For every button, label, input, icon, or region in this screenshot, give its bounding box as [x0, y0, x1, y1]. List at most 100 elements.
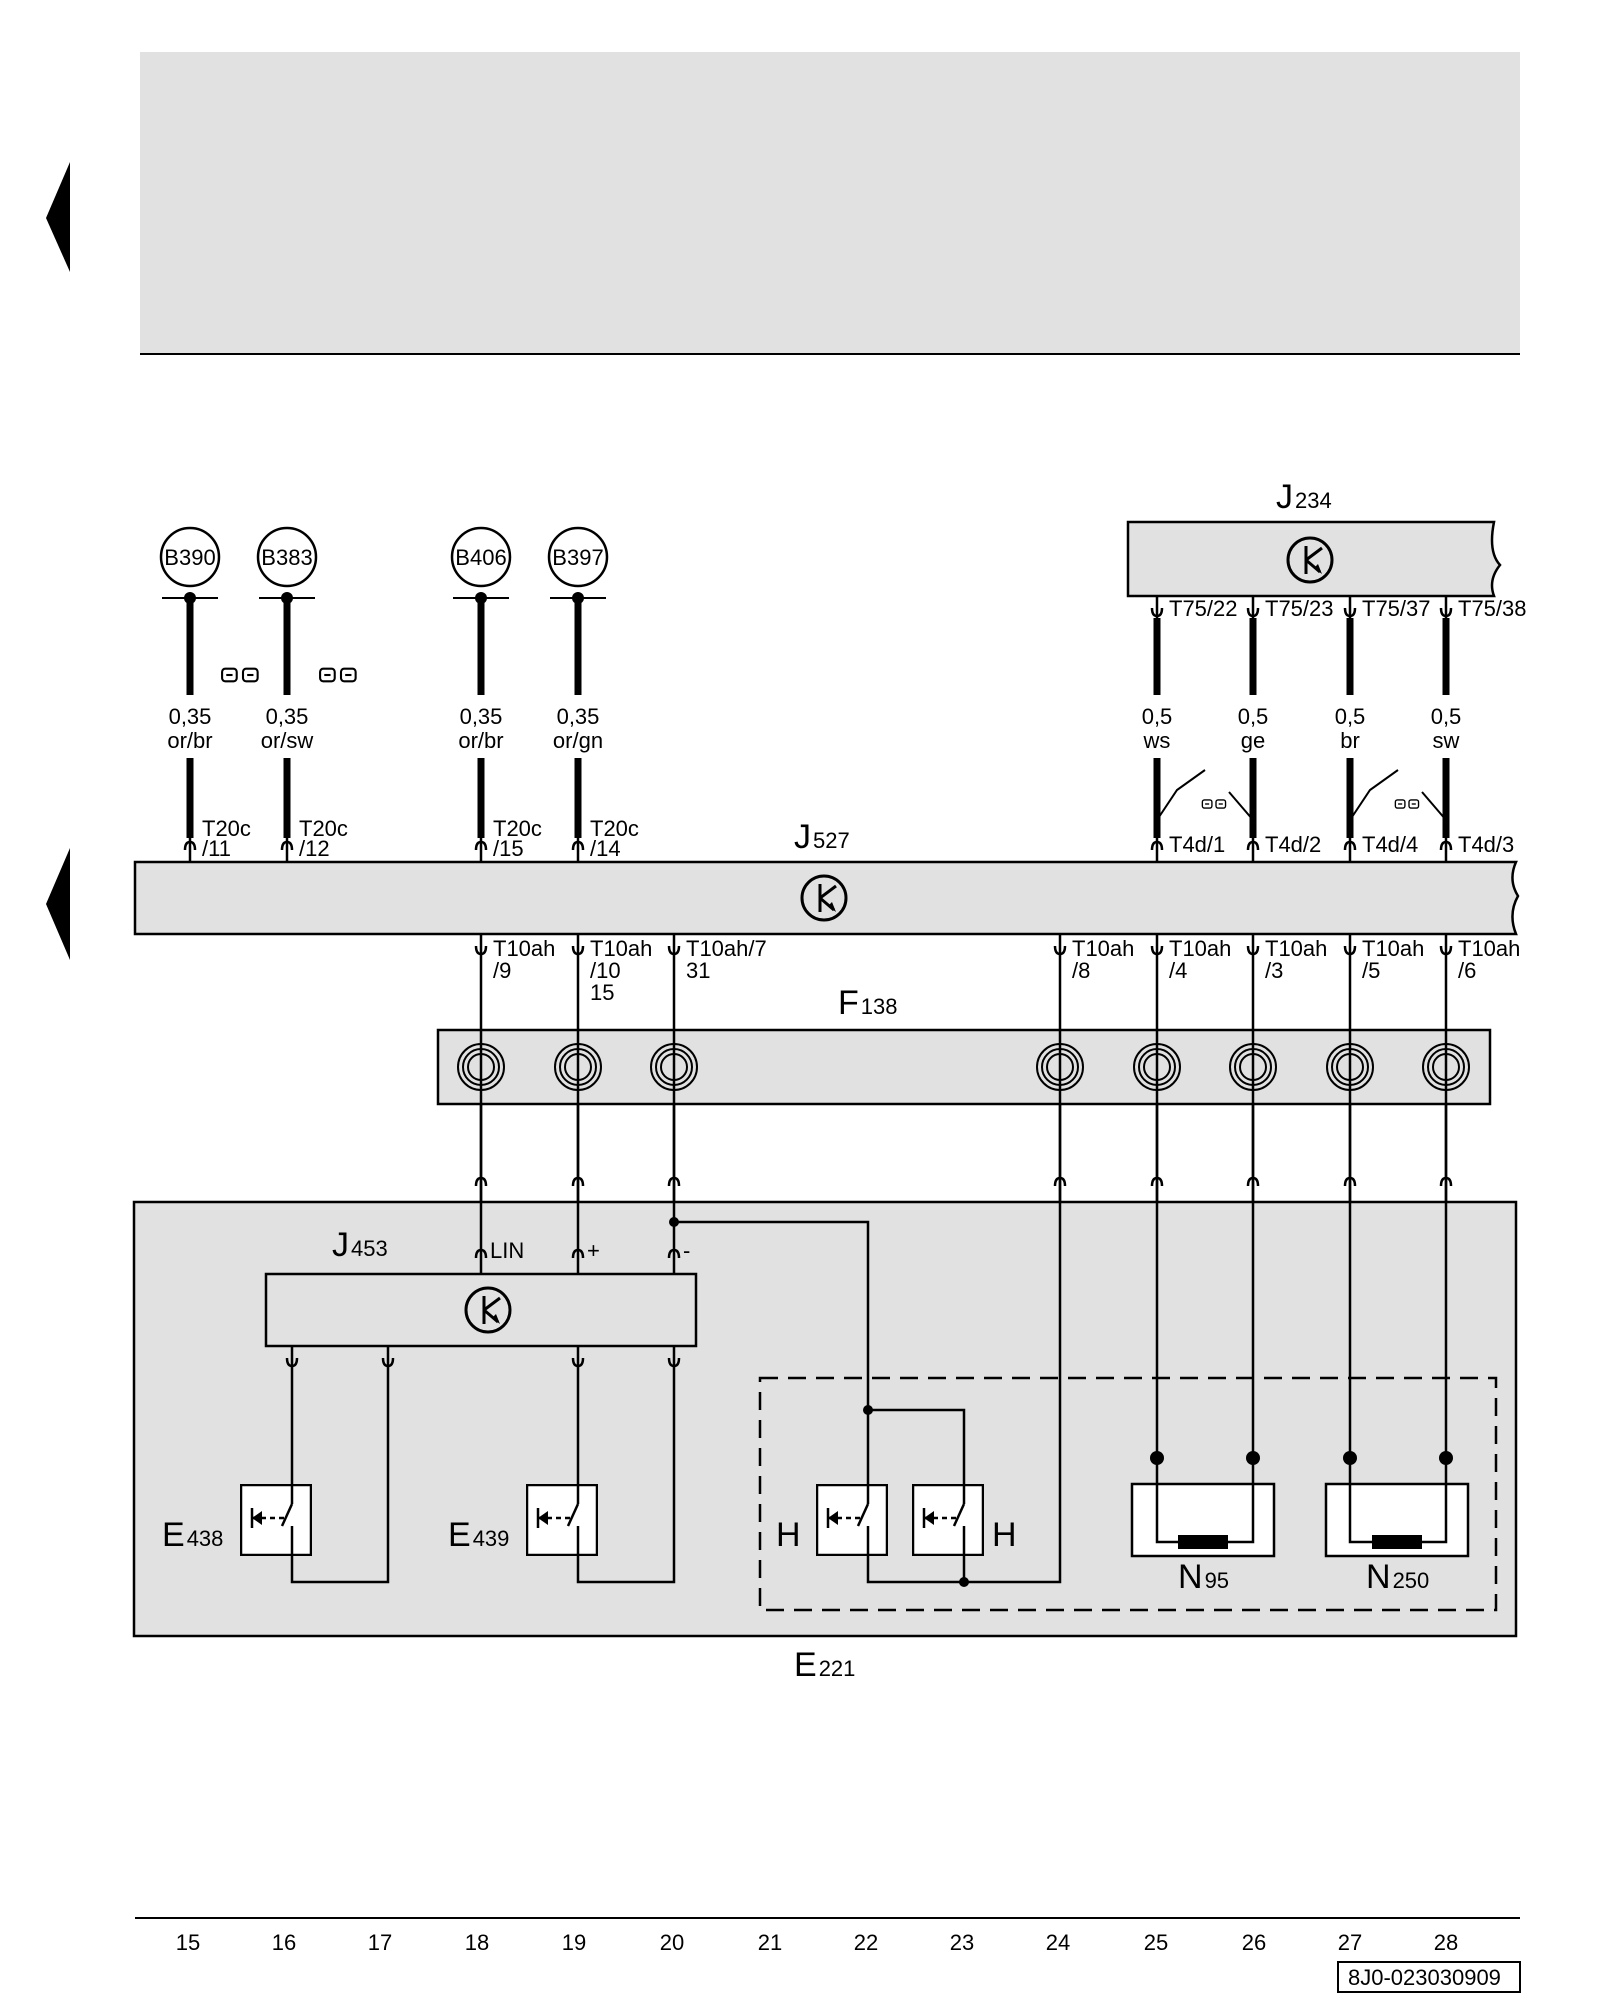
column-number: 22 [854, 1930, 878, 1955]
ground-label: B383 [261, 545, 312, 570]
control-unit-j234 [1126, 520, 1502, 598]
connector-t10ah: T10ah [1458, 936, 1520, 961]
wire-size: 0,5 [1238, 704, 1269, 729]
wire-color: or/br [458, 728, 503, 753]
wire-color: sw [1433, 728, 1460, 753]
j453-minus-label: - [683, 1238, 690, 1263]
doc-code-box [1337, 1961, 1521, 1993]
right-wires: T75/220,5wsT4d/1T75/230,5geT4d/2T75/370,… [1142, 596, 1527, 862]
connector-t10ah: T10ah/7 [686, 936, 767, 961]
ground-label: B406 [455, 545, 506, 570]
doc-code: 8J0-023030909 [1348, 1965, 1501, 1990]
j453-lin-label: LIN [490, 1238, 524, 1263]
prev-page-arrow-lower-icon[interactable] [46, 848, 70, 960]
connector-t10ah-pin: /8 [1072, 958, 1090, 983]
column-number: 17 [368, 1930, 392, 1955]
wire-size: 0,35 [169, 704, 212, 729]
ground-label: B390 [164, 545, 215, 570]
j453-plus-label: + [587, 1238, 600, 1263]
column-number: 15 [176, 1930, 200, 1955]
wire-color: br [1340, 728, 1360, 753]
label-n250: N250 [1366, 1558, 1429, 1596]
wire-size: 0,5 [1335, 704, 1366, 729]
column-number: 27 [1338, 1930, 1362, 1955]
wire-size: 0,35 [460, 704, 503, 729]
column-number: 25 [1144, 1930, 1168, 1955]
ground-label: B397 [552, 545, 603, 570]
connector-t10ah-pin: /9 [493, 958, 511, 983]
header-band [140, 52, 1520, 354]
wire-size: 0,5 [1142, 704, 1173, 729]
wire-color: or/sw [261, 728, 314, 753]
label-e439: E439 [448, 1516, 509, 1554]
label-j527: J527 [794, 818, 850, 856]
column-number: 16 [272, 1930, 296, 1955]
connector-t10ah-pin: /4 [1169, 958, 1187, 983]
connector-top: T75/22 [1169, 596, 1238, 621]
connector-t10ah-pin: 31 [686, 958, 710, 983]
ground-point-circle [159, 526, 221, 588]
connector-t10ah: T10ah [1265, 936, 1327, 961]
connector-t10ah-pin: /3 [1265, 958, 1283, 983]
left-wires: 0,35or/brT20c/110,35or/swT20c/120,35or/b… [167, 598, 639, 862]
label-j234: J234 [1276, 478, 1332, 516]
switch-e438 [240, 1484, 312, 1556]
control-unit-j453 [264, 1272, 698, 1348]
column-number: 19 [562, 1930, 586, 1955]
connector-icon [1394, 799, 1420, 809]
clock-spring-f138 [436, 1028, 1492, 1106]
connector-top: T75/23 [1265, 596, 1334, 621]
multifunction-steering-wheel-e221 [132, 1200, 1518, 1638]
connector-pin: /15 [493, 836, 524, 861]
connector-pin: /12 [299, 836, 330, 861]
inner-circuit [240, 1104, 1470, 1587]
connector-name: T20c [299, 816, 348, 841]
label-e438: E438 [162, 1516, 223, 1554]
connector-icon [220, 667, 259, 683]
label-f138: F138 [838, 984, 898, 1022]
label-j453: J453 [332, 1226, 388, 1264]
heater-switch-h-left [816, 1484, 888, 1556]
wire-size: 0,35 [557, 704, 600, 729]
connector-t10ah: T10ah [1362, 936, 1424, 961]
column-number: 23 [950, 1930, 974, 1955]
wire-color: ge [1241, 728, 1265, 753]
connector-t10ah: T10ah [590, 936, 652, 961]
control-unit-j527 [133, 860, 1520, 936]
connector-t10ah: T10ah [493, 936, 555, 961]
wire-color: or/gn [553, 728, 603, 753]
connector-t10ah-pin: /5 [1362, 958, 1380, 983]
ground-point-circle [547, 526, 609, 588]
ground-points: B390 B383 B406 B397 [159, 526, 609, 604]
heater-switch-h-right [912, 1484, 984, 1556]
connector-name: T20c [493, 816, 542, 841]
connector-top: T75/38 [1458, 596, 1527, 621]
prev-page-arrow-icon[interactable] [46, 162, 70, 272]
label-n95: N95 [1178, 1558, 1229, 1596]
connector-top: T75/37 [1362, 596, 1431, 621]
column-number: 21 [758, 1930, 782, 1955]
switch-e439 [526, 1484, 598, 1556]
column-number: 20 [660, 1930, 684, 1955]
wire-color: ws [1143, 728, 1171, 753]
ground-point-circle [256, 526, 318, 588]
column-number: 26 [1242, 1930, 1266, 1955]
connector-t10ah-extra: 15 [590, 980, 614, 1005]
connector-name: T20c [590, 816, 639, 841]
connector-bottom: T4d/1 [1169, 832, 1225, 857]
connector-pin: /14 [590, 836, 621, 861]
connector-name: T20c [202, 816, 251, 841]
column-number: 18 [465, 1930, 489, 1955]
connector-t10ah: T10ah [1072, 936, 1134, 961]
connector-t10ah-pin: /10 [590, 958, 621, 983]
connector-t10ah: T10ah [1169, 936, 1231, 961]
ground-point-circle [450, 526, 512, 588]
column-number: 24 [1046, 1930, 1070, 1955]
connector-pin: /11 [202, 836, 231, 861]
connector-bottom: T4d/2 [1265, 832, 1321, 857]
heating-assembly-boundary [758, 1376, 1498, 1612]
wire-color: or/br [167, 728, 212, 753]
connector-t10ah-pin: /6 [1458, 958, 1476, 983]
